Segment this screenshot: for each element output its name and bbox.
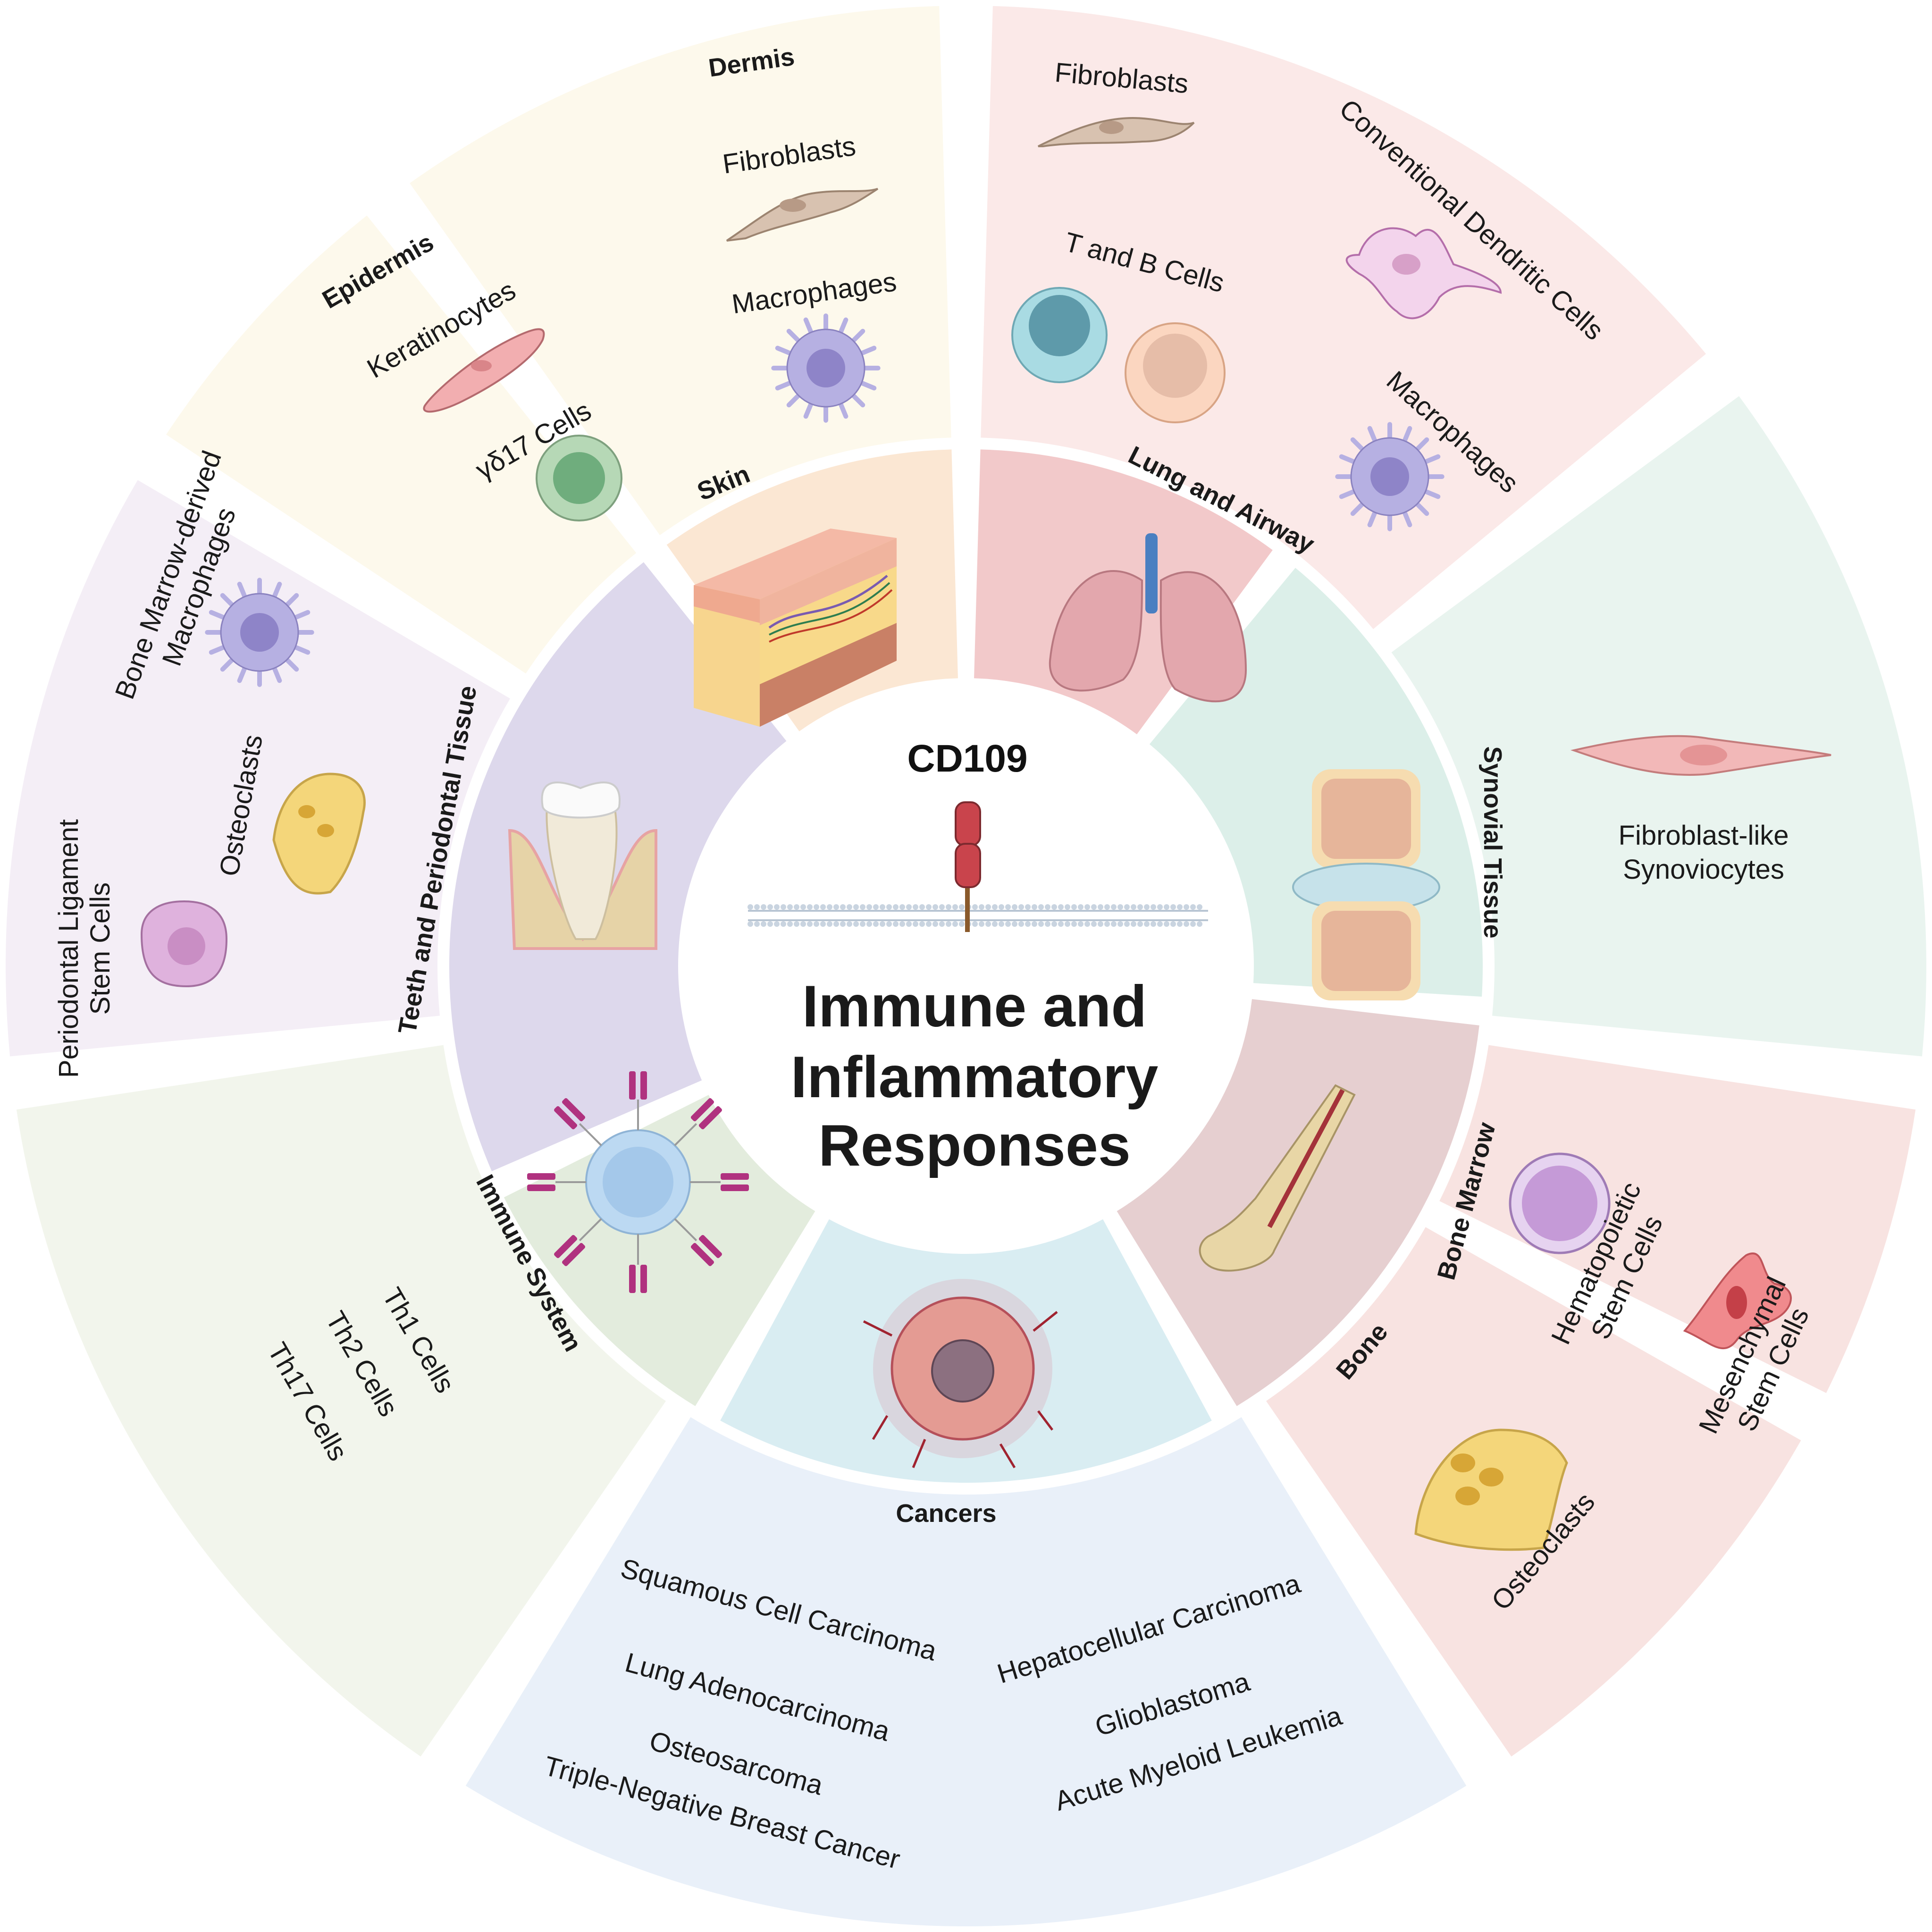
bone-osteoclast-icon: [1414, 1428, 1568, 1551]
immune-cell-antibody-icon: [527, 1071, 749, 1293]
hematopoietic-stem-cell-icon: [1509, 1152, 1611, 1254]
skin-tissue-icon: [694, 529, 897, 727]
synovial-label: Synovial Tissue: [1478, 746, 1507, 938]
cancers-label: Cancers: [896, 1499, 996, 1528]
tooth-icon: [508, 781, 657, 950]
immune-inner-sector: [504, 1095, 815, 1406]
center-title-line-3: Responses: [818, 1113, 1131, 1178]
b-cell-icon: [1125, 322, 1226, 423]
lung-outer-sector: [981, 6, 1706, 630]
immune-outer-sector: [16, 1045, 666, 1757]
macrophage-icon: [771, 313, 881, 423]
protein-label: CD109: [907, 737, 1027, 780]
pdlsc-label-line-2: Stem Cells: [85, 882, 116, 1015]
fibroblast-icon: [726, 188, 879, 242]
lung-fibroblast-icon: [1038, 117, 1195, 147]
synovial-outer-sector: [1391, 396, 1926, 1057]
cd109-membrane-icon: [748, 801, 1208, 932]
center-disc: [685, 685, 1247, 1247]
lungs-icon: [1049, 533, 1247, 703]
center-title-line-2: Inflammatory: [791, 1045, 1159, 1110]
cancer-outer-sector: [465, 1417, 1467, 1926]
epidermis-outer-sector: [166, 215, 637, 674]
fibroblast-like-synoviocyte-icon: [1570, 735, 1831, 776]
mesenchymal-stem-cell-icon: [1683, 1252, 1792, 1350]
lung-macrophage-icon: [1335, 422, 1445, 531]
tumor-icon: [863, 1279, 1058, 1469]
long-bone-icon: [1199, 1084, 1356, 1272]
bone-marrow-outer-sector: [1439, 1045, 1916, 1393]
keratinocyte-icon: [423, 328, 545, 413]
teeth-inner-sector: [449, 562, 787, 1171]
teeth-outer-sector: [6, 480, 510, 1057]
dendritic-cell-icon: [1345, 227, 1502, 319]
fls-label-line-1: Fibroblast-like: [1619, 820, 1789, 851]
fls-label-line-2: Synoviocytes: [1623, 854, 1784, 885]
pdlsc-label-line-1: Periodontal Ligament: [53, 819, 84, 1078]
center-title-line-1: Immune and: [802, 974, 1147, 1039]
teeth-osteoclast-icon: [272, 773, 366, 895]
periodontal-ligament-stem-cell-icon: [140, 900, 228, 988]
bone-marrow-macrophage-icon: [205, 578, 314, 687]
synovial-joint-icon: [1292, 769, 1440, 1000]
gamma-delta-t-cell-icon: [536, 435, 622, 521]
t-cell-icon: [1011, 287, 1108, 383]
